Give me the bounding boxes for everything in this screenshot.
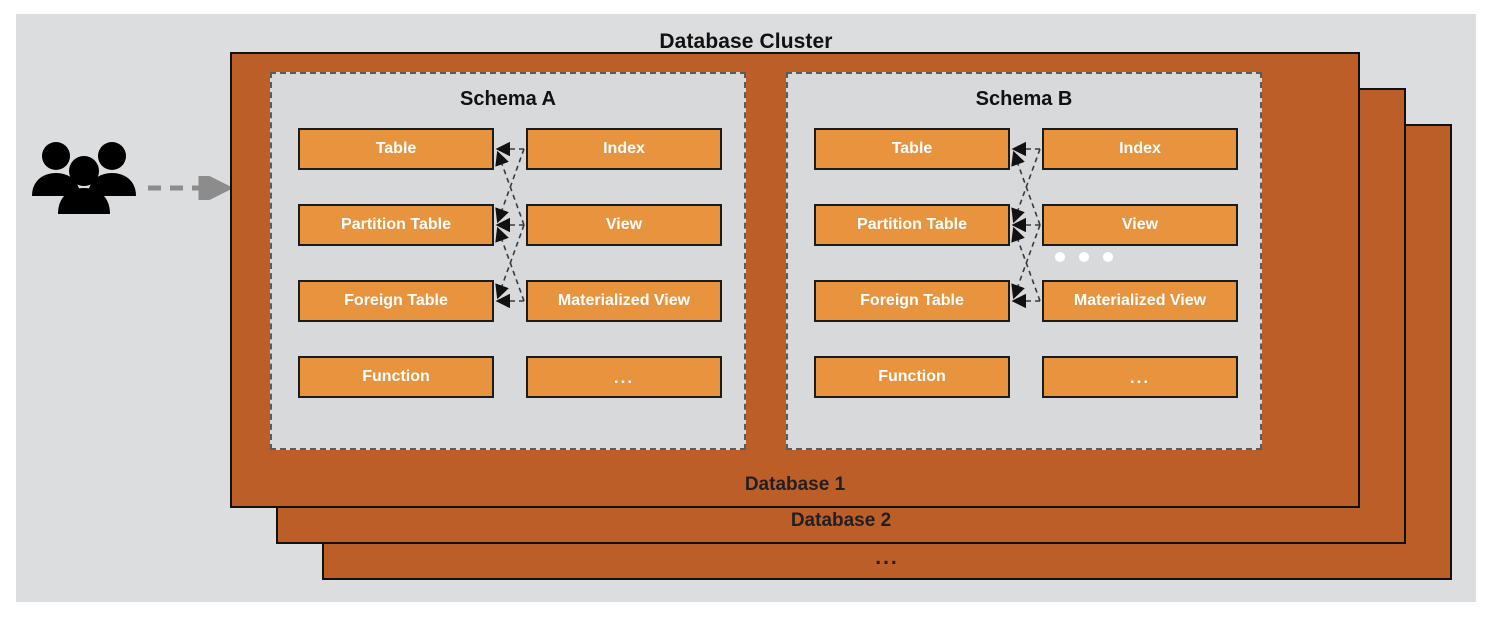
schema-object-more[interactable]: ...	[1042, 356, 1238, 398]
schema-object-table[interactable]: Table	[814, 128, 1010, 170]
schema-object-foreign-table[interactable]: Foreign Table	[298, 280, 494, 322]
schema-object-function[interactable]: Function	[814, 356, 1010, 398]
schema-object-index[interactable]: Index	[1042, 128, 1238, 170]
schema-object-more[interactable]: ...	[526, 356, 722, 398]
schema-object-partition-table[interactable]: Partition Table	[814, 204, 1010, 246]
schema-object-materialized-view[interactable]: Materialized View	[1042, 280, 1238, 322]
schema-title: Schema A	[460, 88, 556, 110]
users-icon	[28, 138, 148, 218]
dot-icon	[1055, 252, 1065, 262]
schema-object-function[interactable]: Function	[298, 356, 494, 398]
schema-object-foreign-table[interactable]: Foreign Table	[814, 280, 1010, 322]
database-label: Database 1	[744, 474, 846, 495]
schema-object-index[interactable]: Index	[526, 128, 722, 170]
schema-object-materialized-view[interactable]: Materialized View	[526, 280, 722, 322]
database-label: Database 2	[790, 510, 892, 531]
schema-object-table[interactable]: Table	[298, 128, 494, 170]
schema-object-partition-table[interactable]: Partition Table	[298, 204, 494, 246]
schema-a-container[interactable]: Schema A Table Partition Table Foreign T…	[270, 72, 746, 450]
schema-object-view[interactable]: View	[1042, 204, 1238, 246]
more-schemas-indicator	[1055, 252, 1113, 262]
page-title: Database Cluster	[659, 30, 833, 53]
database-label: ...	[875, 546, 899, 569]
dot-icon	[1079, 252, 1089, 262]
dot-icon	[1103, 252, 1113, 262]
schema-object-view[interactable]: View	[526, 204, 722, 246]
schema-title: Schema B	[975, 88, 1073, 110]
dashed-arrow-right-icon	[146, 170, 242, 206]
schema-b-container[interactable]: Schema B Table Partition Table Foreign T…	[786, 72, 1262, 450]
